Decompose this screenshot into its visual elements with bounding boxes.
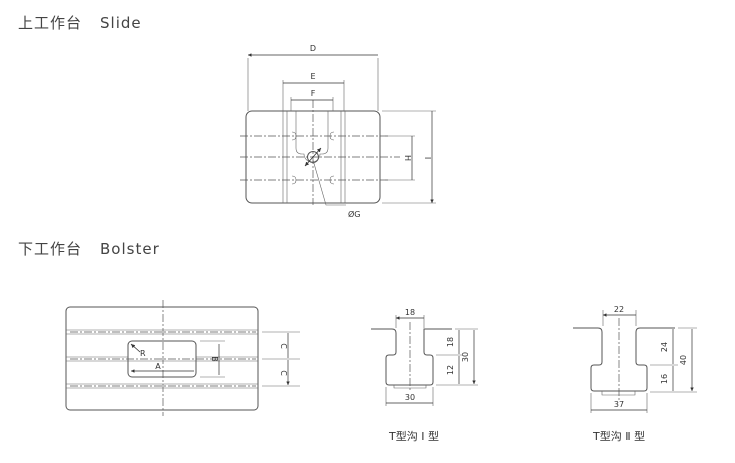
dim-C-lower: C <box>279 370 288 376</box>
tslot2-caption: T型沟 Ⅱ 型 <box>593 430 646 443</box>
bolster-title-en: Bolster <box>100 240 160 258</box>
dim-H: H <box>403 155 412 161</box>
bolster-heading: 下工作台 Bolster <box>18 238 160 259</box>
bolster-drawing: R A B C C <box>65 300 300 416</box>
tslot1-bottom-width: 30 <box>405 393 415 402</box>
slide-title-en: Slide <box>100 14 142 32</box>
tslot2-total-depth: 40 <box>679 355 688 365</box>
tslot2-upper-depth: 24 <box>660 342 669 352</box>
dim-D: D <box>310 44 316 53</box>
tslot-type1-drawing: 18 30 18 12 30 <box>371 308 478 406</box>
tslot2-bottom-width: 37 <box>614 400 624 409</box>
dim-B: B <box>210 356 219 362</box>
slide-drawing: D E F H I ØG <box>240 44 436 219</box>
tslot1-top-width: 18 <box>405 308 415 317</box>
dim-C-upper: C <box>279 343 288 349</box>
slide-title-cn: 上工作台 <box>18 14 83 32</box>
dim-F: F <box>311 89 316 98</box>
tslot-type2-drawing: 22 37 24 16 40 <box>573 305 697 413</box>
dim-E: E <box>310 72 315 81</box>
tslot2-lower-depth: 16 <box>660 374 669 384</box>
dim-A: A <box>155 362 161 371</box>
dim-I: I <box>423 157 432 159</box>
dim-G: ØG <box>348 209 361 219</box>
tslot1-lower-depth: 12 <box>446 365 455 375</box>
dim-R: R <box>140 349 146 358</box>
tslot1-upper-depth: 18 <box>446 337 455 347</box>
slide-heading: 上工作台 Slide <box>18 12 142 33</box>
tslot2-top-width: 22 <box>614 305 624 314</box>
tslot1-total-depth: 30 <box>461 352 470 362</box>
bolster-title-cn: 下工作台 <box>18 240 83 258</box>
tslot1-caption: T型沟 Ⅰ 型 <box>389 430 439 443</box>
